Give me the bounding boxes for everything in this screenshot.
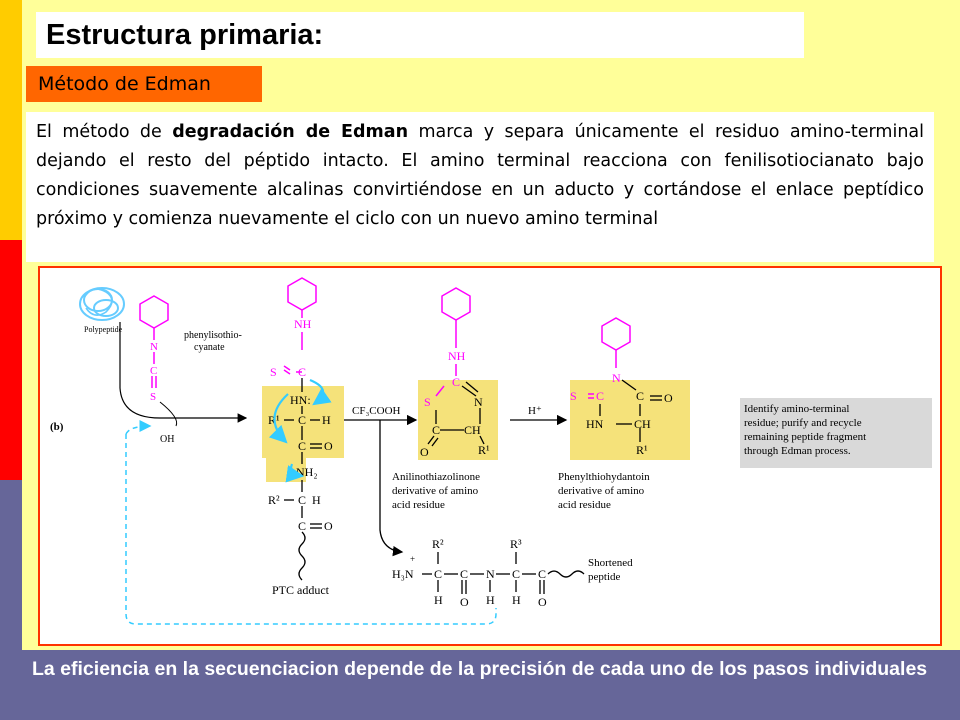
atom-h2-short: H <box>486 593 495 607</box>
description-text-1: El método de <box>36 122 173 142</box>
ptc-adduct-structure: NH S C HN: R¹ C H C O NH₂ <box>268 277 333 597</box>
label-polypeptide: Polypeptide <box>84 325 123 334</box>
atom-o2-short: O <box>538 595 547 609</box>
atom-h2-ptc: H <box>312 493 321 507</box>
phenylisothiocyanate-structure <box>139 295 169 388</box>
atom-c4-short: C <box>538 567 546 581</box>
atom-n-pth: N <box>612 371 621 385</box>
atom-c1-short: C <box>434 567 442 581</box>
arrow-reagent-merge <box>159 401 178 427</box>
atom-s-ptc: S <box>270 365 277 379</box>
atom-hn-pth: HN <box>586 417 604 431</box>
footer-note: La eficiencia en la secuenciacion depend… <box>22 650 960 720</box>
section-subtitle: Método de Edman <box>26 66 262 102</box>
atom-o-atz: O <box>420 445 429 459</box>
atom-c-atz: C <box>452 375 460 389</box>
page-title: Estructura primaria: <box>36 12 804 58</box>
atom-s-atz: S <box>424 395 431 409</box>
atom-ch-atz: CH <box>464 423 481 437</box>
recycle-loop-arrow <box>125 420 152 435</box>
atz-structure: NH C S N C CH O R¹ Anilinothiazolinone d… <box>392 287 490 511</box>
atom-s-reagent: S <box>150 391 156 403</box>
label-oh: OH <box>160 434 174 445</box>
polypeptide-blob <box>79 287 125 321</box>
atom-c2-ptc: C <box>298 413 306 427</box>
atom-c-pth: C <box>596 389 604 403</box>
label-pth-3: acid residue <box>558 499 611 511</box>
atom-c2-pth: C <box>636 389 644 403</box>
atom-o-pth: O <box>664 391 673 405</box>
atom-h1-short: H <box>434 593 443 607</box>
atom-r2-short: R² <box>432 537 444 551</box>
pth-structure: N S C C O HN CH R¹ Phenylthiohydantoin d… <box>558 317 673 511</box>
atom-ch-pth: CH <box>634 417 651 431</box>
label-hplus: H⁺ <box>528 405 542 417</box>
note-line-3: remaining peptide fragment <box>744 431 866 443</box>
label-phenyl-2: cyanate <box>194 342 225 353</box>
description-paragraph: El método de degradación de Edman marca … <box>26 112 934 262</box>
atom-plus-short: + <box>410 554 415 564</box>
accent-bar-yellow <box>0 0 22 240</box>
atom-h-ptc: H <box>322 413 331 427</box>
label-pth-2: derivative of amino <box>558 485 645 497</box>
atom-c3-ptc: C <box>298 439 306 453</box>
atom-r1-atz: R¹ <box>478 443 490 457</box>
label-phenyl-1: phenylisothio- <box>184 330 242 341</box>
arrow-reagents-to-ptc <box>119 322 248 423</box>
label-shortened-1: Shortened <box>588 557 633 569</box>
note-box <box>740 398 932 468</box>
atom-c2-short: C <box>460 567 468 581</box>
label-panel-b: (b) <box>50 421 64 433</box>
highlight-atz-box <box>418 380 498 460</box>
note-line-2: residue; purify and recycle <box>744 417 862 429</box>
accent-bar-red <box>0 240 22 480</box>
label-pth-1: Phenylthiohydantoin <box>558 471 650 483</box>
atom-c2-atz: C <box>432 423 440 437</box>
atom-h3n-short: H₃N <box>392 567 414 581</box>
label-atz-3: acid residue <box>392 499 445 511</box>
atom-o1-short: O <box>460 595 469 609</box>
label-cf3cooh: CF₃COOH <box>352 405 401 417</box>
atom-c5-ptc: C <box>298 519 306 533</box>
atom-o-ptc: O <box>324 439 333 453</box>
atom-s-pth: S <box>570 389 577 403</box>
atom-nh-ptc: NH <box>294 317 312 331</box>
atom-n-atz: N <box>474 395 483 409</box>
atom-nh2-ptc: NH₂ <box>296 465 318 479</box>
atom-nh-atz: NH <box>448 349 466 363</box>
atom-r3-short: R³ <box>510 537 522 551</box>
atom-r1-pth: R¹ <box>636 443 648 457</box>
arrow-to-shortened <box>379 420 404 557</box>
atom-c-reagent: C <box>150 365 157 377</box>
edman-diagram: Polypeptide N C S phenylisothio- cyanate… <box>38 266 942 646</box>
atom-c4-ptc: C <box>298 493 306 507</box>
atom-n-short: N <box>486 567 495 581</box>
recycle-loop <box>125 434 497 625</box>
atom-c3-short: C <box>512 567 520 581</box>
atom-c-ptc: C <box>298 365 306 379</box>
description-text-2: marca y separa únicamente el residuo ami… <box>36 122 924 229</box>
label-atz-2: derivative of amino <box>392 485 479 497</box>
label-atz-1: Anilinothiazolinone <box>392 471 480 483</box>
note-line-1: Identify amino-terminal <box>744 403 849 415</box>
accent-bar-blue <box>0 480 22 720</box>
atom-o2-ptc: O <box>324 519 333 533</box>
atom-r2-ptc: R² <box>268 493 280 507</box>
atom-h3-short: H <box>512 593 521 607</box>
atom-n-reagent: N <box>150 341 158 353</box>
shortened-peptide-structure: H₃N + C R² H C O N H C R³ H C O <box>392 537 547 609</box>
label-ptc-adduct: PTC adduct <box>272 583 330 597</box>
edman-scheme-svg: Polypeptide N C S phenylisothio- cyanate… <box>50 277 932 625</box>
atom-hn-ptc: HN: <box>290 393 311 407</box>
label-shortened-2: peptide <box>588 571 620 583</box>
description-bold: degradación de Edman <box>172 122 409 142</box>
note-line-4: through Edman process. <box>744 445 851 457</box>
